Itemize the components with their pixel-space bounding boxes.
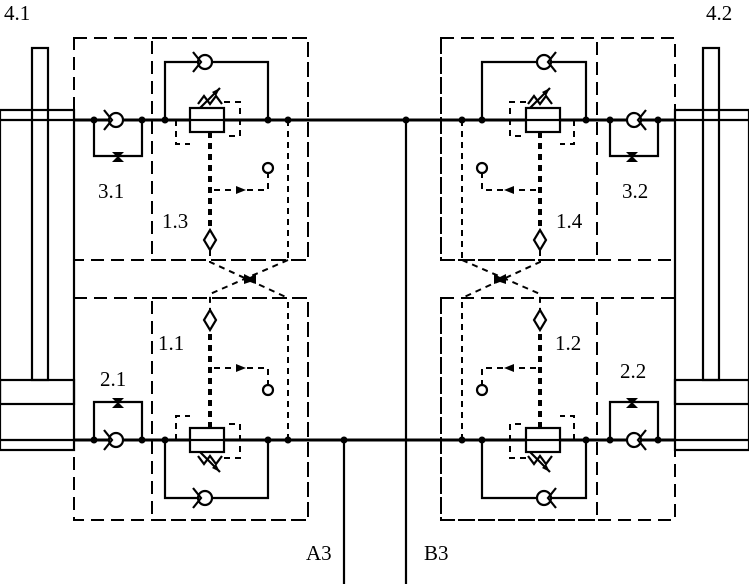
label-port-b3: B3 [424, 541, 449, 565]
label-valve-1-4: 1.4 [556, 209, 583, 233]
counterbalance-valve-1-3 [161, 51, 292, 260]
label-port-a3: A3 [306, 541, 332, 565]
throttle-check-2-2 [606, 398, 662, 451]
label-throttle-2-1: 2.1 [100, 367, 126, 391]
label-cylinder-4-1: 4.1 [4, 1, 30, 25]
pilot-cross-right [461, 250, 541, 310]
label-valve-1-2: 1.2 [555, 331, 581, 355]
label-valve-1-3: 1.3 [162, 209, 188, 233]
counterbalance-valve-1-1 [161, 298, 292, 509]
label-throttle-3-1: 3.1 [98, 179, 124, 203]
label-throttle-3-2: 3.2 [622, 179, 648, 203]
counterbalance-valve-1-4 [458, 51, 590, 260]
cylinder-left [0, 46, 76, 452]
label-throttle-2-2: 2.2 [620, 359, 646, 383]
label-cylinder-4-2: 4.2 [706, 1, 732, 25]
throttle-check-2-1 [90, 398, 146, 451]
block-boundaries [73, 37, 676, 521]
pilot-cross-left [209, 250, 289, 310]
throttle-check-3-2 [606, 109, 662, 162]
counterbalance-valve-1-2 [458, 298, 590, 509]
label-valve-1-1: 1.1 [158, 331, 184, 355]
throttle-check-3-1 [90, 109, 146, 162]
cylinder-right [673, 46, 749, 452]
